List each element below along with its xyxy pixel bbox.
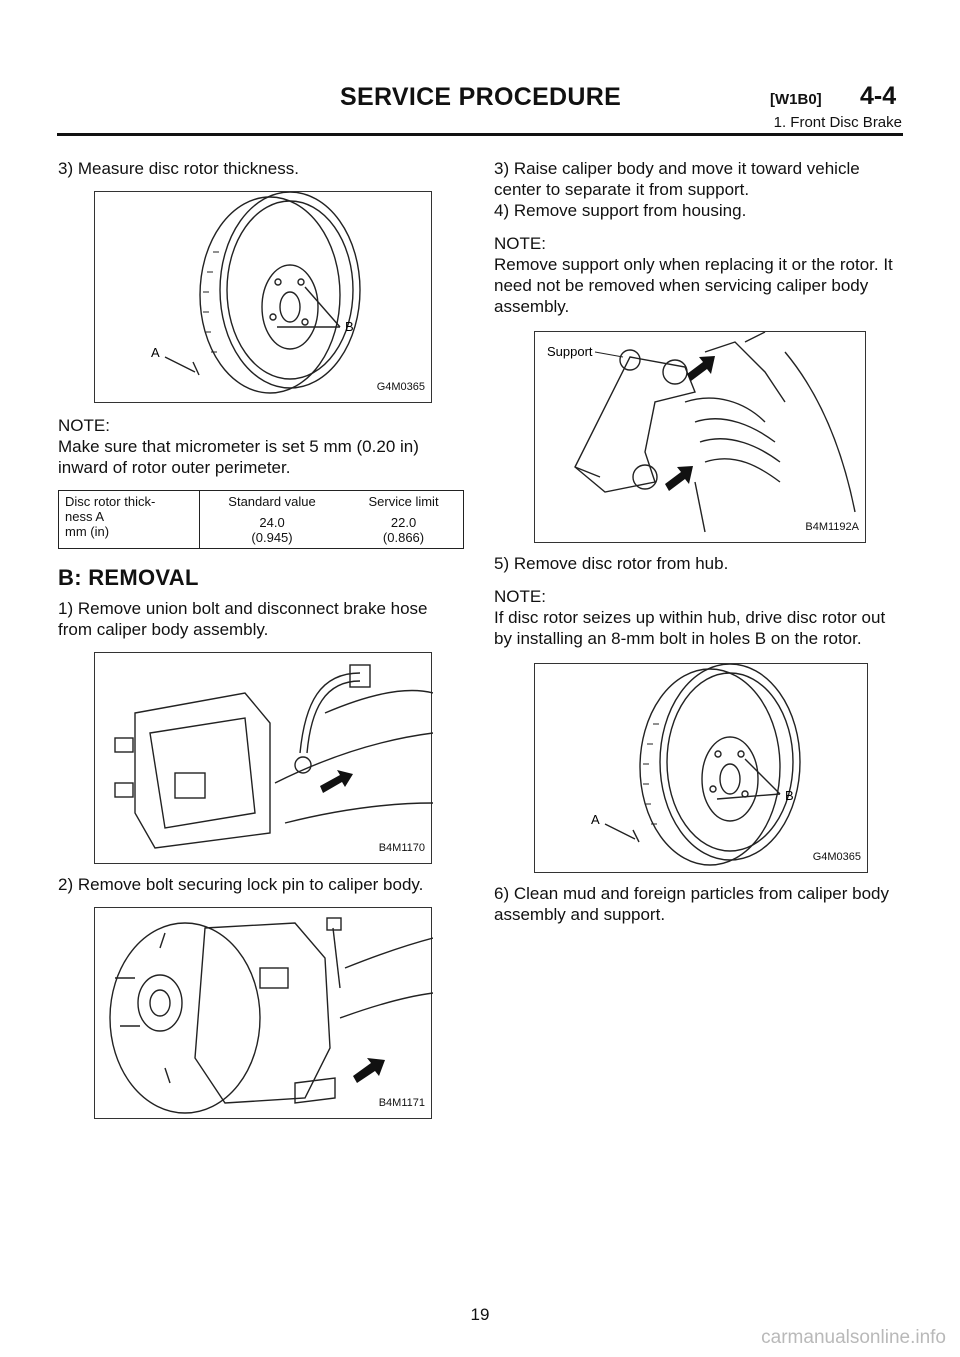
step-remove-support: 4) Remove support from housing.: [494, 201, 747, 220]
caliper-hose-illustration: [114, 664, 433, 849]
step-remove-lock-pin-bolt: 2) Remove bolt securing lock pin to cali…: [58, 875, 424, 894]
spec-head-limit: Service limit: [368, 494, 439, 509]
note-micrometer: Make sure that micrometer is set 5 mm (0…: [58, 437, 419, 477]
fig1-label-b: B: [345, 319, 354, 334]
spec-limit-cell: 22.0 (0.866): [344, 512, 463, 549]
header-title: SERVICE PROCEDURE: [340, 83, 622, 111]
figure-lock-pin: B4M1171: [94, 907, 433, 1119]
step-remove-union-bolt: 1) Remove union bolt and disconnect brak…: [58, 599, 428, 639]
fig1-label-a: A: [151, 345, 160, 360]
spec-label: Disc rotor thick- ness A mm (in): [58, 490, 200, 549]
right-column: 3) Raise caliper body and move it toward…: [494, 158, 900, 925]
section-heading-removal: B: REMOVAL: [58, 565, 199, 590]
note1-heading: NOTE:: [494, 234, 546, 253]
spec-standard-inch: (0.945): [251, 530, 293, 545]
figure-support: Support B4M1192A: [534, 331, 866, 543]
note2-heading: NOTE:: [494, 587, 546, 606]
fig1-caption: G4M0365: [376, 381, 425, 393]
lock-pin-illustration: [109, 917, 433, 1114]
fig2-caption: B4M1170: [378, 842, 425, 854]
note-remove-support: Remove support only when replacing it or…: [494, 255, 893, 316]
fig5-label-b: B: [785, 788, 794, 803]
figure-rotor-holes: B A G4M0365: [534, 663, 868, 873]
header-section-number: 4-4: [860, 82, 897, 110]
page-number: 19: [470, 1305, 490, 1324]
spec-standard-value: 24.0: [259, 515, 285, 530]
fig4-caption: B4M1192A: [805, 521, 859, 533]
left-column: 3) Measure disc rotor thickness.: [58, 158, 464, 1119]
spec-standard-cell: 24.0 (0.945): [200, 512, 345, 549]
step-raise-caliper: 3) Raise caliper body and move it toward…: [494, 159, 860, 199]
note-heading: NOTE:: [58, 416, 110, 435]
figure-rotor-thickness: B A G4M0365: [94, 191, 432, 403]
spec-limit-inch: (0.866): [382, 530, 425, 545]
rotor-illustration: B A: [151, 192, 361, 394]
spec-head-standard: Standard value: [228, 494, 316, 509]
spec-limit-value: 22.0: [390, 515, 417, 530]
spec-table: Disc rotor thick- ness A mm (in) Standar…: [58, 490, 464, 549]
watermark-link[interactable]: carmanualsonline.info: [761, 1327, 946, 1348]
support-illustration: Support: [547, 332, 856, 533]
fig5-caption: G4M0365: [812, 851, 861, 863]
step-clean: 6) Clean mud and foreign particles from …: [494, 884, 889, 924]
step-remove-rotor: 5) Remove disc rotor from hub.: [494, 554, 729, 573]
rotor-holes-illustration: B A: [591, 664, 801, 866]
header-subtitle: 1. Front Disc Brake: [773, 114, 902, 131]
note-seized-rotor: If disc rotor seizes up within hub, driv…: [494, 608, 886, 648]
fig4-label-support: Support: [547, 344, 593, 359]
fig3-caption: B4M1171: [378, 1097, 425, 1109]
step-measure-rotor: 3) Measure disc rotor thickness.: [58, 159, 299, 178]
figure-brake-hose: B4M1170: [94, 652, 433, 864]
header-rule: [57, 133, 903, 136]
header-code: [W1B0]: [770, 91, 822, 108]
fig5-label-a: A: [591, 812, 600, 827]
